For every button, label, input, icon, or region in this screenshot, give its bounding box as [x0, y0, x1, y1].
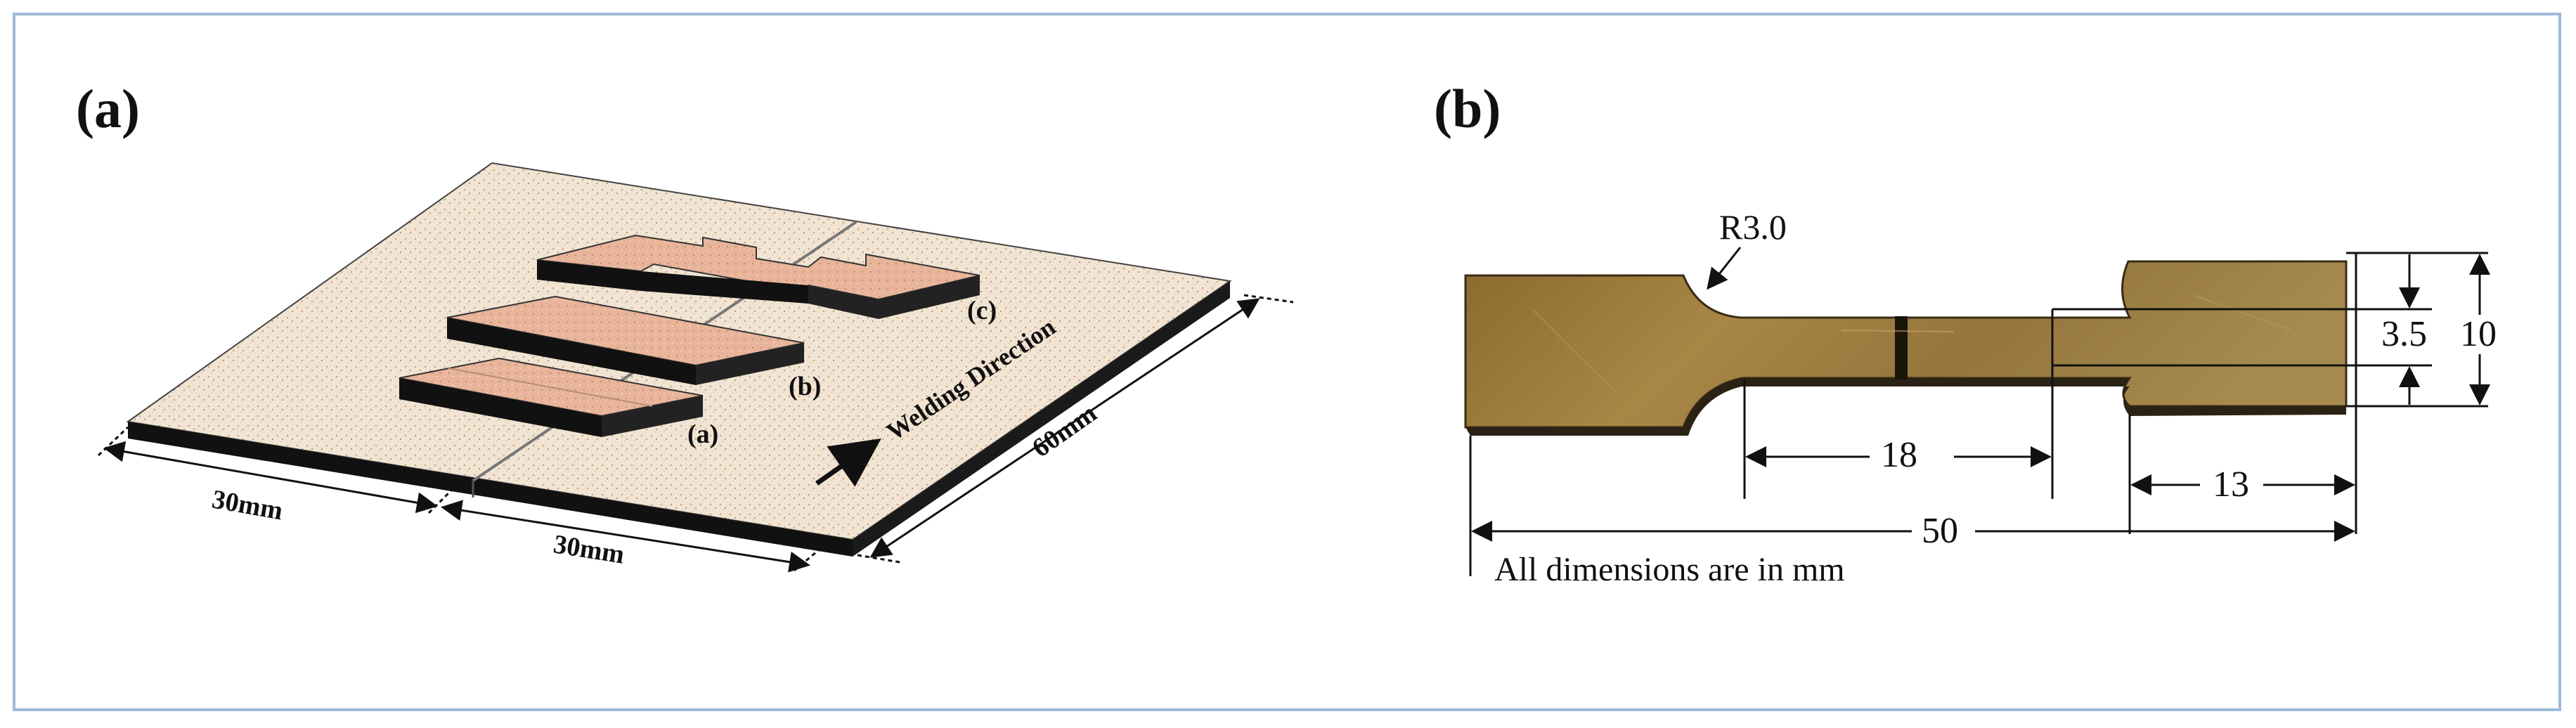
dim-grip-width: 10: [2460, 314, 2497, 354]
panel-b-label: (b): [1434, 78, 1501, 139]
panel-a-label: (a): [76, 78, 140, 139]
dim-total-length: 50: [1922, 511, 1958, 551]
panel-b-dimensions: [1469, 252, 2490, 576]
weld-zone: [1895, 316, 1908, 379]
dim-grip-length: 13: [2213, 464, 2249, 505]
tensile-specimen: [1464, 260, 2348, 436]
sample-label-c: (c): [967, 296, 997, 325]
radius-leader: [1707, 247, 1742, 290]
dim-gauge-width: 3.5: [2381, 314, 2427, 354]
sample-label-b: (b): [789, 372, 821, 401]
coupon-a: [399, 357, 704, 437]
welding-direction-arrow: [815, 438, 881, 487]
coupon-c: [536, 234, 980, 319]
dim-gauge-length: 18: [1881, 435, 1917, 475]
sample-label-a: (a): [687, 420, 718, 449]
dim-label-left-30mm: 30mm: [209, 485, 285, 526]
dimensions-note: All dimensions are in mm: [1494, 551, 1845, 588]
radius-label: R3.0: [1719, 207, 1787, 247]
panel-a-dimensions: [97, 294, 1294, 573]
coupon-b: [446, 295, 805, 385]
